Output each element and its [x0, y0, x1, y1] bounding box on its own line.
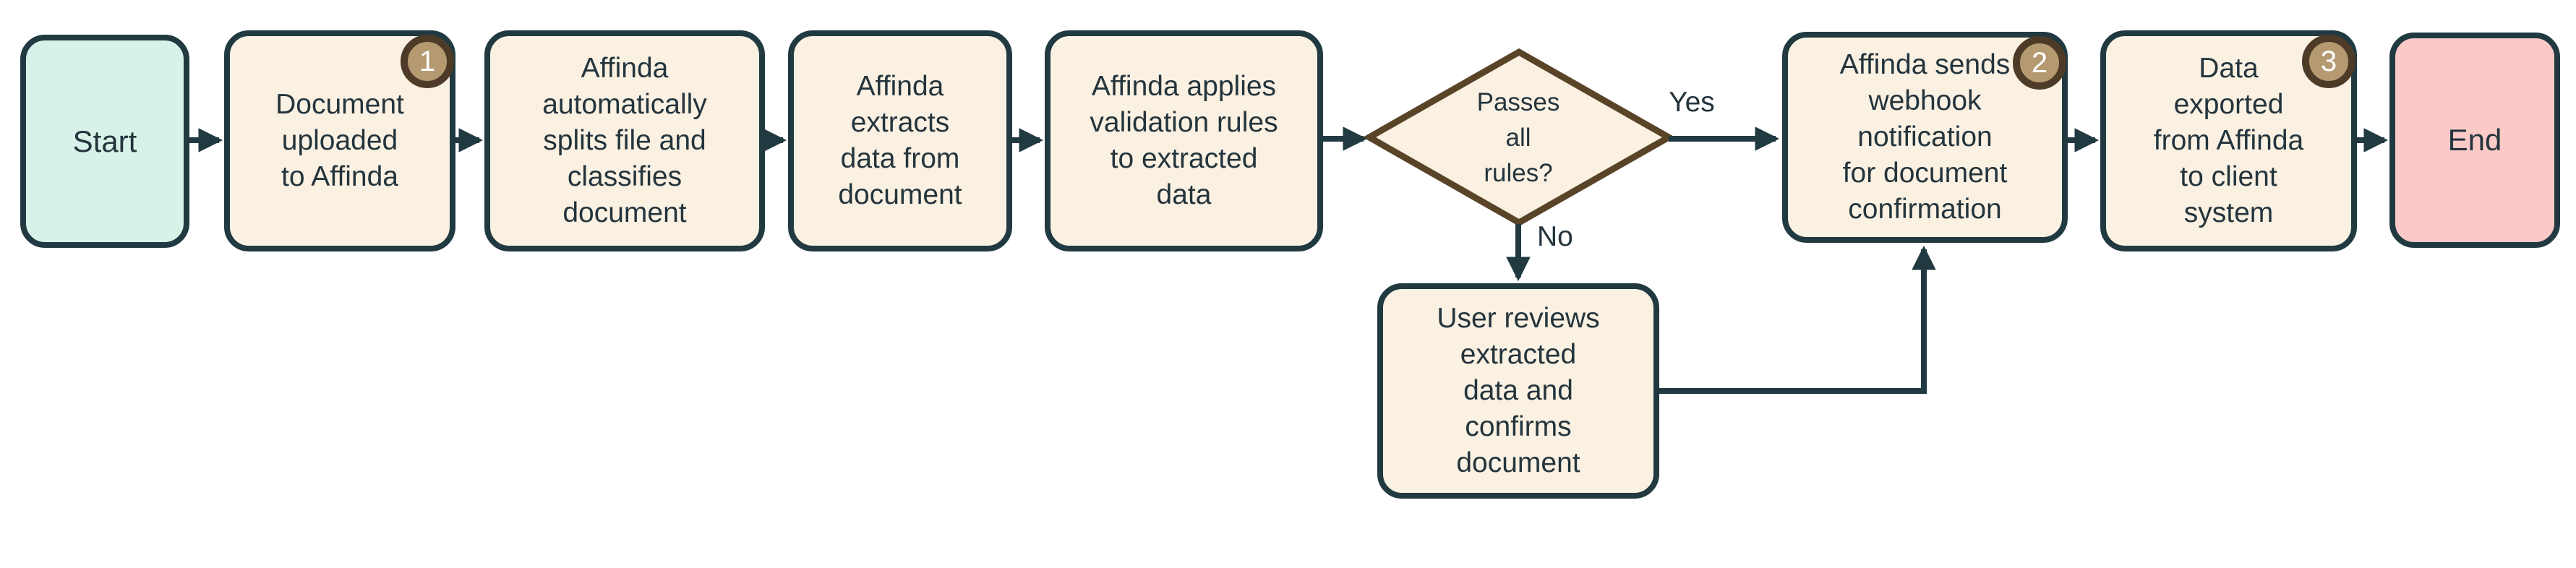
node-start: Start	[20, 35, 189, 248]
edge-label-no: No	[1537, 221, 1573, 252]
node-end-label: End	[2447, 123, 2502, 158]
step-badge-1: 1	[401, 35, 454, 88]
decision-label: Passes all rules?	[1476, 87, 1560, 187]
node-start-label: Start	[72, 124, 137, 158]
step-badge-3: 3	[2302, 35, 2355, 88]
node-validate: Affinda applies validation rules to extr…	[1045, 30, 1323, 251]
node-validate-label: Affinda applies validation rules to extr…	[1090, 71, 1278, 210]
node-webhook-label: Affinda sends webhook notification for d…	[1839, 49, 2011, 225]
node-data-export: Data exported from Affinda to client sys…	[2100, 30, 2357, 251]
node-extract: Affinda extracts data from document	[788, 30, 1012, 251]
node-split-classify-label: Affinda automatically splits file and cl…	[542, 53, 707, 228]
node-split-classify: Affinda automatically splits file and cl…	[484, 30, 765, 251]
node-data-export-label: Data exported from Affinda to client sys…	[2153, 53, 2304, 228]
edge-label-yes: Yes	[1669, 87, 1715, 118]
arrow-review-to-webhook	[1659, 245, 1936, 394]
node-upload-label: Document uploaded to Affinda	[275, 89, 404, 192]
node-upload: Document uploaded to Affinda 1	[224, 30, 455, 251]
node-end: End	[2389, 33, 2560, 248]
node-user-review: User reviews extracted data and confirms…	[1377, 283, 1659, 499]
node-extract-label: Affinda extracts data from document	[838, 71, 962, 210]
node-webhook: Affinda sends webhook notification for d…	[1782, 32, 2068, 243]
node-user-review-label: User reviews extracted data and confirms…	[1437, 303, 1600, 478]
step-badge-2: 2	[2013, 36, 2066, 90]
